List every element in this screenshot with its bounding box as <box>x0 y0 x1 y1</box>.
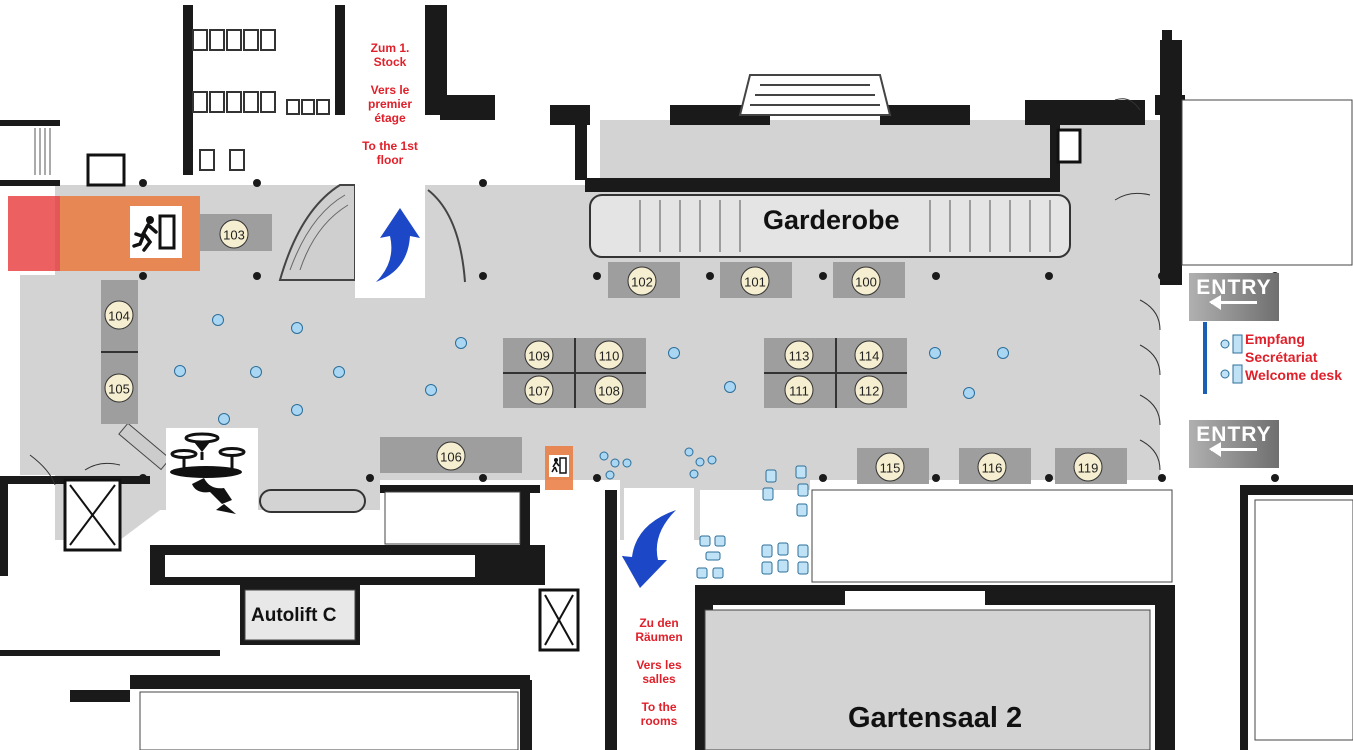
arrow-up-on-sign <box>376 208 420 282</box>
booth-badge-109 <box>524 340 554 370</box>
booth-badge-107 <box>524 375 554 405</box>
booth-badge-115 <box>875 452 905 482</box>
entry-sign-bottom: ENTRY <box>1189 420 1279 468</box>
sign-upstairs: Zum 1. Stock Vers le premier étage To th… <box>355 35 425 298</box>
booth-badge-113 <box>784 340 814 370</box>
sign-upstairs-fr: Vers le premier étage <box>367 83 413 125</box>
booth-number-119: 119 <box>1078 461 1099 476</box>
booth-badges: 103 102 101 100 104 105 109 110 107 108 113 114 111 1… <box>104 219 1103 482</box>
entry-bottom-label: ENTRY <box>1196 423 1272 446</box>
arrow-down-on-sign <box>622 510 676 588</box>
booth-number-108: 108 <box>598 384 620 399</box>
booth-number-104: 104 <box>108 309 130 324</box>
walls <box>0 5 1353 750</box>
sign-rooms-en: To the rooms <box>640 700 678 728</box>
booth-number-116: 116 <box>982 461 1003 476</box>
corridor-floor <box>20 275 60 475</box>
welcome-desk-fr: Secrétariat <box>1245 349 1318 365</box>
desk-counter-icon <box>1220 334 1243 384</box>
sign-rooms-de: Zu den Räumen <box>635 616 683 644</box>
booth-number-112: 112 <box>859 384 880 399</box>
doors <box>29 98 1161 486</box>
entry-bottom-arrow-icon <box>1209 442 1257 457</box>
welcome-desk-bar <box>1203 322 1207 394</box>
sign-upstairs-en: To the 1st floor <box>362 139 418 167</box>
side-rooms <box>139 99 1353 750</box>
booth-badge-116 <box>977 452 1007 482</box>
pillars <box>139 179 1279 482</box>
booth-badge-110 <box>594 340 624 370</box>
welcome-desk: Empfang Secrétariat Welcome desk <box>1203 322 1353 394</box>
emergency-exit-small-icon <box>549 455 569 477</box>
lounge-seats <box>696 465 809 579</box>
cloakroom-hatch <box>639 200 1051 252</box>
garderobe-title: Garderobe <box>763 205 900 235</box>
booth-number-109: 109 <box>528 349 550 364</box>
booth-badge-112 <box>854 375 884 405</box>
booth-badge-106 <box>436 441 466 471</box>
entry-sign-top: ENTRY <box>1189 273 1279 321</box>
blue-columns <box>174 314 1009 480</box>
booth-badge-114 <box>854 340 884 370</box>
autolift-label: Autolift C <box>251 605 337 626</box>
catering-waiter-icon <box>166 428 258 518</box>
bar-counter <box>259 489 366 513</box>
booth-badge-101 <box>740 266 770 296</box>
booth-badge-102 <box>627 266 657 296</box>
curved-stair <box>278 184 356 281</box>
booth-badge-100 <box>851 266 881 296</box>
restroom-stalls <box>192 29 330 171</box>
booth-number-111: 111 <box>789 384 809 399</box>
booth-badge-108 <box>594 375 624 405</box>
booth-number-110: 110 <box>599 349 620 364</box>
booth-number-115: 115 <box>880 461 901 476</box>
booth-badge-119 <box>1073 452 1103 482</box>
booth-badge-105 <box>104 373 134 403</box>
sign-rooms-fr: Vers les salles <box>636 658 682 686</box>
booth-badge-103 <box>219 219 249 249</box>
booth-number-106: 106 <box>440 450 462 465</box>
booth-badge-104 <box>104 300 134 330</box>
welcome-desk-de: Empfang <box>1245 331 1305 347</box>
stairs-left <box>34 128 51 175</box>
entry-top-label: ENTRY <box>1196 276 1272 299</box>
entry-top-arrow-icon <box>1209 295 1257 310</box>
sign-upstairs-de: Zum 1. Stock <box>370 41 410 69</box>
booth-number-107: 107 <box>528 384 550 399</box>
booth-number-105: 105 <box>108 382 130 397</box>
welcome-desk-en: Welcome desk <box>1245 367 1343 383</box>
emergency-exit-icon <box>130 206 182 258</box>
stage <box>738 74 892 116</box>
booth-badge-111 <box>784 375 814 405</box>
booth-number-114: 114 <box>859 349 880 364</box>
booth-number-101: 101 <box>744 275 766 290</box>
exit-zone-red <box>8 196 60 271</box>
booth-number-103: 103 <box>223 228 245 243</box>
booth-number-102: 102 <box>631 275 653 290</box>
gartensaal-title: Gartensaal 2 <box>848 702 1023 734</box>
booth-number-113: 113 <box>789 349 810 364</box>
booth-number-100: 100 <box>855 275 877 290</box>
